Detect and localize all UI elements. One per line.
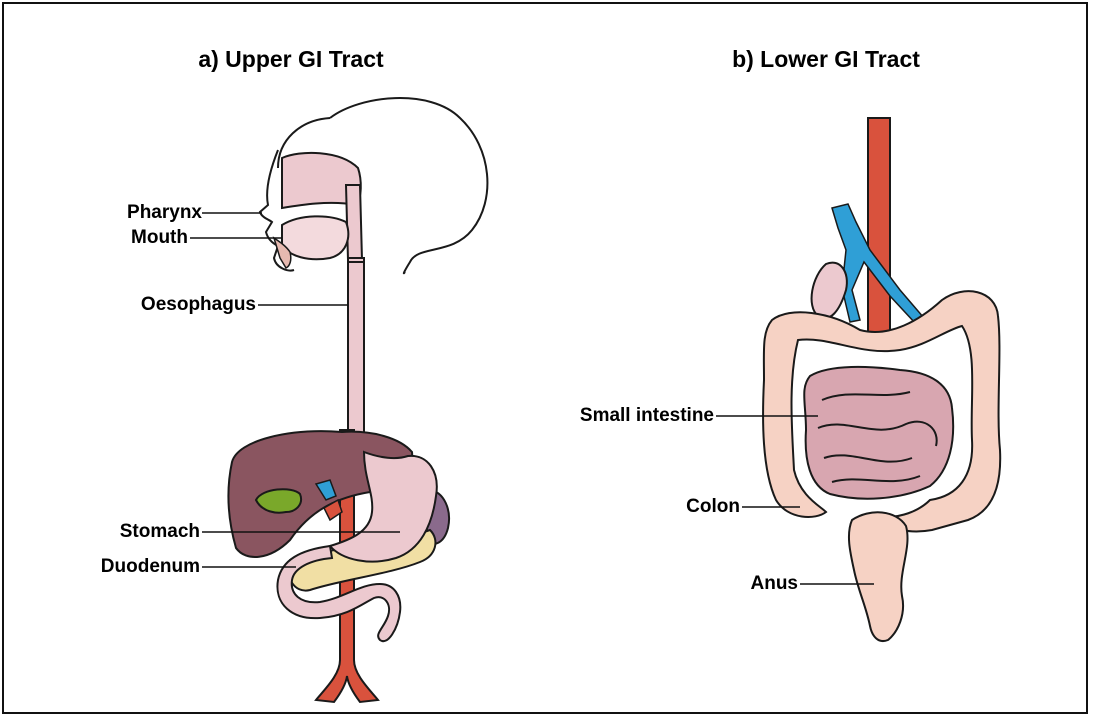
pharynx-tube <box>346 185 362 260</box>
tongue-shape <box>282 216 348 259</box>
anus-label: Anus <box>751 573 799 595</box>
upper-gi-title: a) Upper GI Tract <box>198 46 383 73</box>
small-intestine-label: Small intestine <box>580 405 714 427</box>
pharynx-label: Pharynx <box>127 202 202 224</box>
small-intestine-shape <box>804 367 953 499</box>
lower-aorta-vessel <box>868 118 890 340</box>
lower-gi-title: b) Lower GI Tract <box>732 46 920 73</box>
colon-label: Colon <box>686 496 740 518</box>
upper-gi-illustration <box>229 98 488 702</box>
mouth-label: Mouth <box>131 227 188 249</box>
duodenum-label: Duodenum <box>101 556 200 578</box>
stomach-label: Stomach <box>120 521 200 543</box>
oesophagus-label: Oesophagus <box>141 294 256 316</box>
oesophagus-tube <box>348 258 364 444</box>
lower-gi-illustration <box>763 118 1000 641</box>
lower-stomach-shape <box>812 263 847 319</box>
rectum-shape <box>849 512 908 641</box>
gallbladder-shape <box>256 489 301 512</box>
